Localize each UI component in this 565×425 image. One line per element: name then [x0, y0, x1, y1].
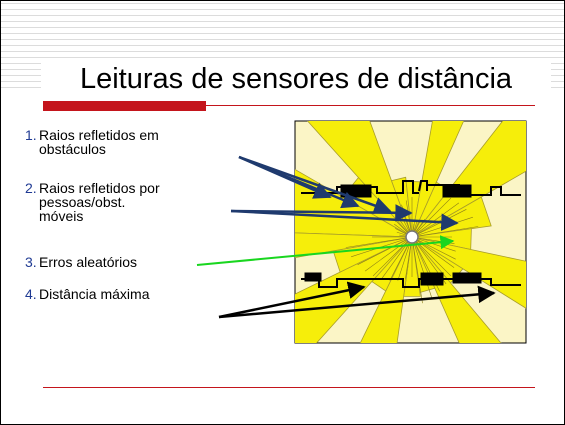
sensor-ray	[345, 236, 413, 248]
title-divider-line	[43, 105, 535, 106]
list-item-number: 4.	[25, 286, 37, 302]
list-item-text: Raios refletidos por pessoas/obst. móvei…	[39, 180, 160, 224]
sensor-beam	[411, 121, 465, 238]
footer-divider-line	[43, 387, 535, 388]
sensor-ray	[411, 202, 460, 238]
sensor-ray	[411, 226, 479, 238]
robot-sensor	[405, 230, 419, 244]
sensor-ray	[372, 236, 413, 277]
list-item-number: 1.	[25, 127, 37, 143]
slide-title: Leituras de sensores de distância	[41, 59, 551, 99]
list-item-number: 3.	[25, 254, 37, 270]
sensor-ray	[411, 197, 452, 238]
arrow-item4-b	[218, 285, 496, 319]
arrow-item2-b	[230, 209, 459, 231]
list-item-text: Raios refletidos em obstáculos	[39, 127, 159, 157]
list-item-number: 2.	[25, 180, 37, 196]
sensor-ray	[357, 236, 413, 265]
arrow-item3	[196, 235, 455, 266]
list-item-text: Erros aleatórios	[39, 254, 138, 270]
sensor-ray	[411, 236, 455, 268]
pointer-arrows	[196, 155, 496, 319]
sensor-ray	[411, 236, 456, 260]
arrow-item1-c	[238, 155, 392, 214]
sensor-ray	[411, 236, 433, 298]
arrow-item4-a	[218, 281, 366, 319]
sensor-ray	[411, 236, 423, 304]
sensor-ray	[364, 236, 413, 272]
list-item-text: Distância máxima	[39, 286, 150, 302]
arrow-item2-a	[230, 204, 413, 222]
sensor-ray	[381, 236, 413, 280]
sensor-beam	[411, 236, 502, 343]
title-accent-bar	[43, 101, 206, 111]
sensor-beam	[411, 121, 526, 238]
